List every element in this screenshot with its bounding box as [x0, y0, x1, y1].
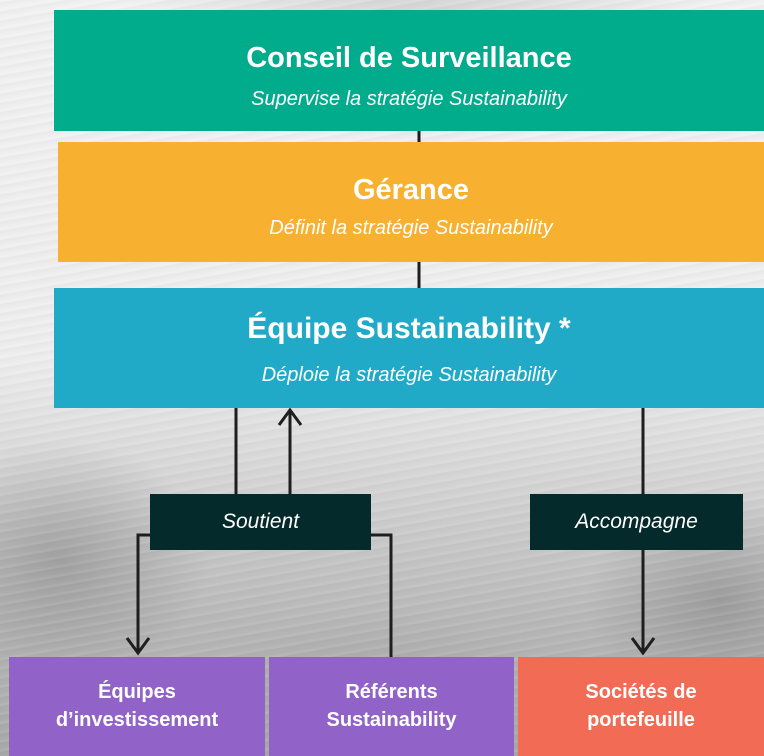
connector-soutient-equipes: [136, 533, 150, 652]
soutient-label: Soutient: [150, 494, 371, 550]
equipe-title: Équipe Sustainability *: [247, 312, 571, 345]
societes-line1: Sociétés de: [585, 681, 697, 703]
societes-line2: portefeuille: [587, 709, 695, 731]
referents-sustainability-box: Référents Sustainability: [269, 657, 514, 756]
conseil-de-surveillance-box: Conseil de Surveillance Supervise la str…: [54, 10, 764, 131]
accompagne-label: Accompagne: [530, 494, 743, 550]
referents-line1: Référents: [345, 681, 438, 703]
equipes-investissement-box: Équipes d’investissement: [9, 657, 265, 756]
arrowhead-down-equipes: [125, 637, 151, 656]
conseil-subtitle: Supervise la stratégie Sustainability: [251, 88, 567, 110]
arrowhead-down-societes: [630, 637, 656, 656]
societes-portefeuille-box: Sociétés de portefeuille: [518, 657, 764, 756]
connector-referents-soutient: [371, 533, 393, 657]
equipes-line2: d’investissement: [55, 709, 219, 731]
gerance-box: Gérance Définit la stratégie Sustainabil…: [58, 142, 764, 262]
conseil-title: Conseil de Surveillance: [246, 42, 572, 74]
gerance-subtitle: Définit la stratégie Sustainability: [269, 217, 553, 239]
gerance-title: Gérance: [352, 174, 470, 206]
equipe-subtitle: Déploie la stratégie Sustainability: [261, 364, 557, 386]
arrowhead-up: [277, 407, 303, 426]
equipe-sustainability-box: Équipe Sustainability * Déploie la strat…: [54, 288, 764, 408]
equipes-line1: Équipes: [98, 681, 176, 703]
referents-line2: Sustainability: [326, 709, 457, 731]
